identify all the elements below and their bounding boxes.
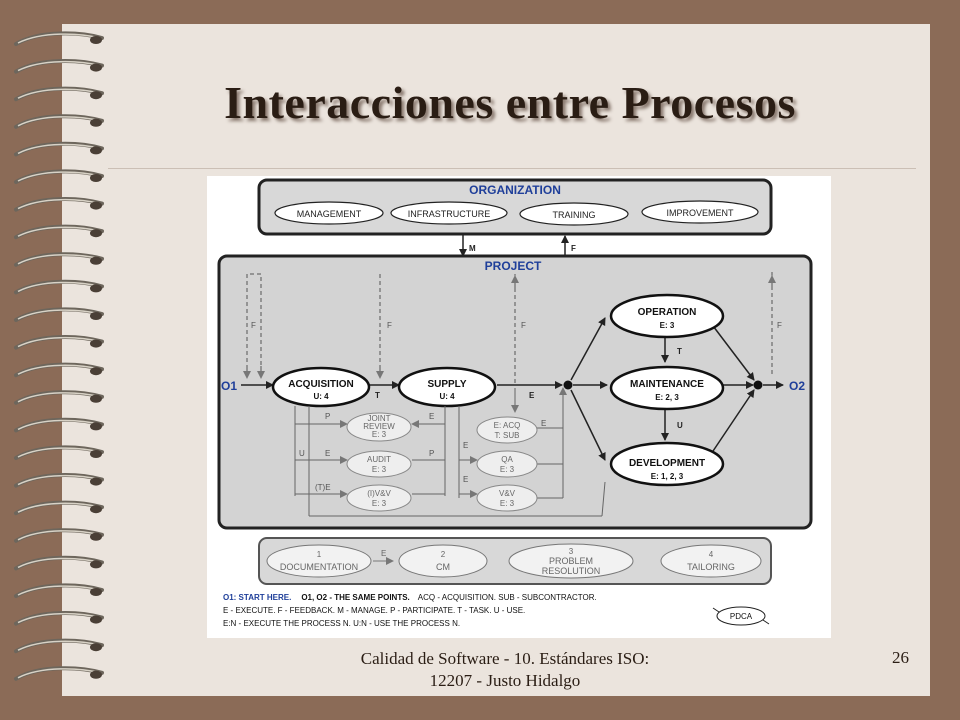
footer-line: 12207 - Justo Hidalgo xyxy=(429,671,581,690)
support-label: V&V xyxy=(499,489,516,498)
process-sub: U: 4 xyxy=(439,392,455,401)
execute-e-label: E xyxy=(463,441,468,450)
feedback-label: F xyxy=(571,244,576,253)
task-execute-label: (T)E xyxy=(315,483,331,492)
process-supply xyxy=(397,366,497,408)
process-name: DEVELOPMENT xyxy=(629,458,705,469)
support-label: AUDIT xyxy=(367,455,391,464)
org-item-infrastructure xyxy=(390,201,508,225)
support-label: JOINT xyxy=(367,414,390,423)
junction-dot xyxy=(753,380,763,390)
supporting-problem-resolution xyxy=(508,543,634,579)
support-label: E: 3 xyxy=(372,465,387,474)
support-links xyxy=(294,387,606,517)
process-name: MAINTENANCE xyxy=(630,379,704,390)
pdca-label: PDCA xyxy=(730,612,753,621)
execute-e-label: E xyxy=(541,419,546,428)
supporting-label: PROBLEM xyxy=(549,556,593,566)
participate-p-label: P xyxy=(325,412,330,421)
legend-line-3: E:N - EXECUTE THE PROCESS N. U:N - USE T… xyxy=(223,619,460,628)
supporting-label: TAILORING xyxy=(687,562,735,572)
execute-e-label: E xyxy=(429,412,434,421)
execute-e-label: E xyxy=(529,391,535,400)
use-u-label: U xyxy=(299,449,305,458)
org-item-label: INFRASTRUCTURE xyxy=(408,209,491,219)
pdca-cycle-icon xyxy=(716,606,766,626)
page-number: 26 xyxy=(892,648,909,667)
org-item-management xyxy=(274,201,384,225)
support-label: REVIEW xyxy=(363,422,395,431)
supporting-label: DOCUMENTATION xyxy=(280,562,358,572)
organization-box xyxy=(257,178,773,236)
process-sub: E: 3 xyxy=(660,321,675,330)
supporting-num: 3 xyxy=(569,547,574,556)
support-label: QA xyxy=(501,455,513,464)
process-maintenance xyxy=(609,365,725,411)
support-label: E: 3 xyxy=(372,499,387,508)
footer-line: Calidad de Software - 10. Estándares ISO… xyxy=(360,649,650,668)
supporting-cm xyxy=(398,544,488,578)
process-sub: E: 2, 3 xyxy=(655,393,679,402)
use-u-label: U xyxy=(677,421,683,430)
spiral-binding xyxy=(14,31,104,681)
task-t-label: T xyxy=(375,391,380,400)
process-interaction-diagram: ORGANIZATION MANAGEMENT INFRASTRUCTURE T… xyxy=(207,176,831,638)
supporting-num: 4 xyxy=(709,550,714,559)
support-label: E: 3 xyxy=(500,465,515,474)
end-o2-label: O2 xyxy=(789,379,805,393)
project-label: PROJECT xyxy=(485,259,542,273)
org-item-label: IMPROVEMENT xyxy=(666,208,734,218)
org-item-training xyxy=(519,202,629,226)
organization-label: ORGANIZATION xyxy=(469,183,561,197)
slide-footer: Calidad de Software - 10. Estándares ISO… xyxy=(330,648,680,692)
process-name: SUPPLY xyxy=(427,379,466,390)
supporting-tailoring xyxy=(660,544,762,578)
feedback-f-label: F xyxy=(251,321,256,330)
junction-dot xyxy=(563,380,573,390)
process-name: OPERATION xyxy=(638,307,697,318)
feedback-f-label: F xyxy=(521,321,526,330)
legend-line-1: O1: START HERE.O1, O2 - THE SAME POINTS.… xyxy=(223,593,597,602)
org-item-improvement xyxy=(641,200,759,224)
support-label: E: ACQ xyxy=(494,421,521,430)
support-label: E: 3 xyxy=(372,430,387,439)
process-development xyxy=(609,441,725,487)
slide-title: Interacciones entre Procesos xyxy=(224,77,796,128)
title-divider xyxy=(108,168,916,169)
supporting-num: 2 xyxy=(441,550,446,559)
process-sub: E: 1, 2, 3 xyxy=(651,472,684,481)
org-item-label: TRAINING xyxy=(552,210,595,220)
supporting-documentation xyxy=(266,544,372,578)
manage-label: M xyxy=(469,244,476,253)
support-ivv xyxy=(346,484,412,512)
support-joint-review xyxy=(346,412,412,442)
supporting-num: 1 xyxy=(317,550,322,559)
support-label: (I)V&V xyxy=(367,489,391,498)
diagram-svg: ORGANIZATION MANAGEMENT INFRASTRUCTURE T… xyxy=(217,178,813,628)
org-item-label: MANAGEMENT xyxy=(297,209,362,219)
execute-e-label: E xyxy=(325,449,330,458)
process-acquisition xyxy=(271,366,371,408)
execute-e-label: E xyxy=(381,549,386,558)
support-qa xyxy=(476,450,538,478)
task-t-label: T xyxy=(677,347,682,356)
main-flow-lines xyxy=(369,317,755,461)
support-vv xyxy=(476,484,538,512)
process-sub: U: 4 xyxy=(313,392,329,401)
feedback-f-label: F xyxy=(777,321,782,330)
feedback-lines xyxy=(246,272,773,386)
support-label: T: SUB xyxy=(495,431,520,440)
process-name: ACQUISITION xyxy=(288,379,354,390)
process-operation xyxy=(609,293,725,339)
supporting-label: CM xyxy=(436,562,450,572)
execute-e-label: E xyxy=(463,475,468,484)
start-o1-label: O1 xyxy=(221,379,237,393)
support-label: E: 3 xyxy=(500,499,515,508)
support-acq-sub xyxy=(476,416,538,444)
supporting-label: RESOLUTION xyxy=(542,566,601,576)
support-audit xyxy=(346,450,412,478)
legend-line-2: E - EXECUTE. F - FEEDBACK. M - MANAGE. P… xyxy=(223,606,525,615)
participate-p-label: P xyxy=(429,449,434,458)
feedback-f-label: F xyxy=(387,321,392,330)
